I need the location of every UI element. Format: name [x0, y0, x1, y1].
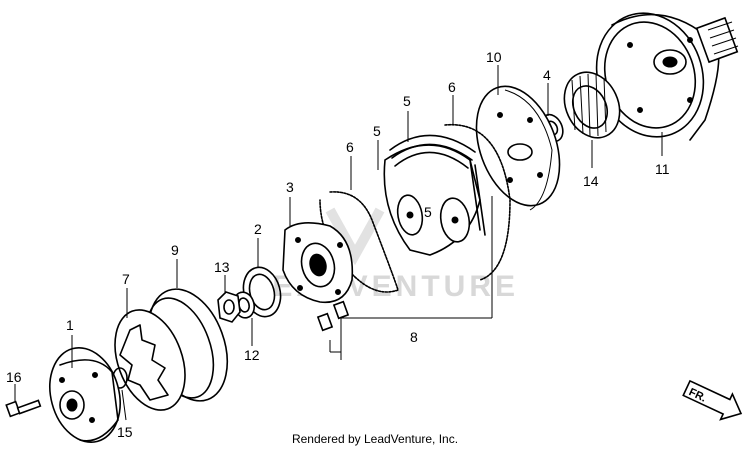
part-11-clutch-outer[interactable]: [580, 0, 739, 152]
part-5-clutch-shoes[interactable]: 5: [383, 134, 486, 256]
callout-5-left: 5: [373, 123, 381, 139]
callout-11: 11: [655, 161, 670, 177]
part-8-pins[interactable]: [316, 300, 350, 332]
callouts: 1 2 3 4 5 5 6 6 7 8 9 10 11 12 13 14 15 …: [6, 49, 670, 440]
callout-3: 3: [286, 179, 294, 195]
callout-7: 7: [122, 271, 130, 287]
callout-10: 10: [486, 49, 502, 65]
callout-5-inner: 5: [424, 204, 432, 220]
callout-16: 16: [6, 369, 22, 385]
part-6-spring-right[interactable]: [444, 123, 511, 281]
callout-13: 13: [214, 259, 230, 275]
callout-2: 2: [254, 221, 262, 237]
render-credit: Rendered by LeadVenture, Inc.: [291, 432, 459, 446]
part-3-drive-plate[interactable]: [282, 222, 354, 304]
callout-5-top: 5: [403, 93, 411, 109]
front-direction-arrow: FR.: [682, 379, 743, 421]
callout-4: 4: [543, 67, 551, 83]
part-10-drive-plate[interactable]: [461, 75, 575, 218]
callout-15: 15: [117, 424, 133, 440]
callout-14: 14: [583, 173, 599, 189]
callout-9: 9: [171, 242, 179, 258]
part-13-nut[interactable]: [217, 291, 241, 323]
part-1-cover[interactable]: [40, 340, 131, 450]
callout-6-left: 6: [346, 139, 354, 155]
part-7-lined-plate[interactable]: [102, 300, 198, 420]
part-16-bolt[interactable]: [5, 399, 42, 418]
callout-12: 12: [244, 347, 260, 363]
callout-6-right: 6: [448, 79, 456, 95]
part-14-needle-bearing[interactable]: [554, 63, 630, 147]
callout-8: 8: [410, 329, 418, 345]
watermark-logo: [325, 207, 385, 266]
leader-lines: [14, 65, 663, 421]
callout-1: 1: [66, 317, 74, 333]
